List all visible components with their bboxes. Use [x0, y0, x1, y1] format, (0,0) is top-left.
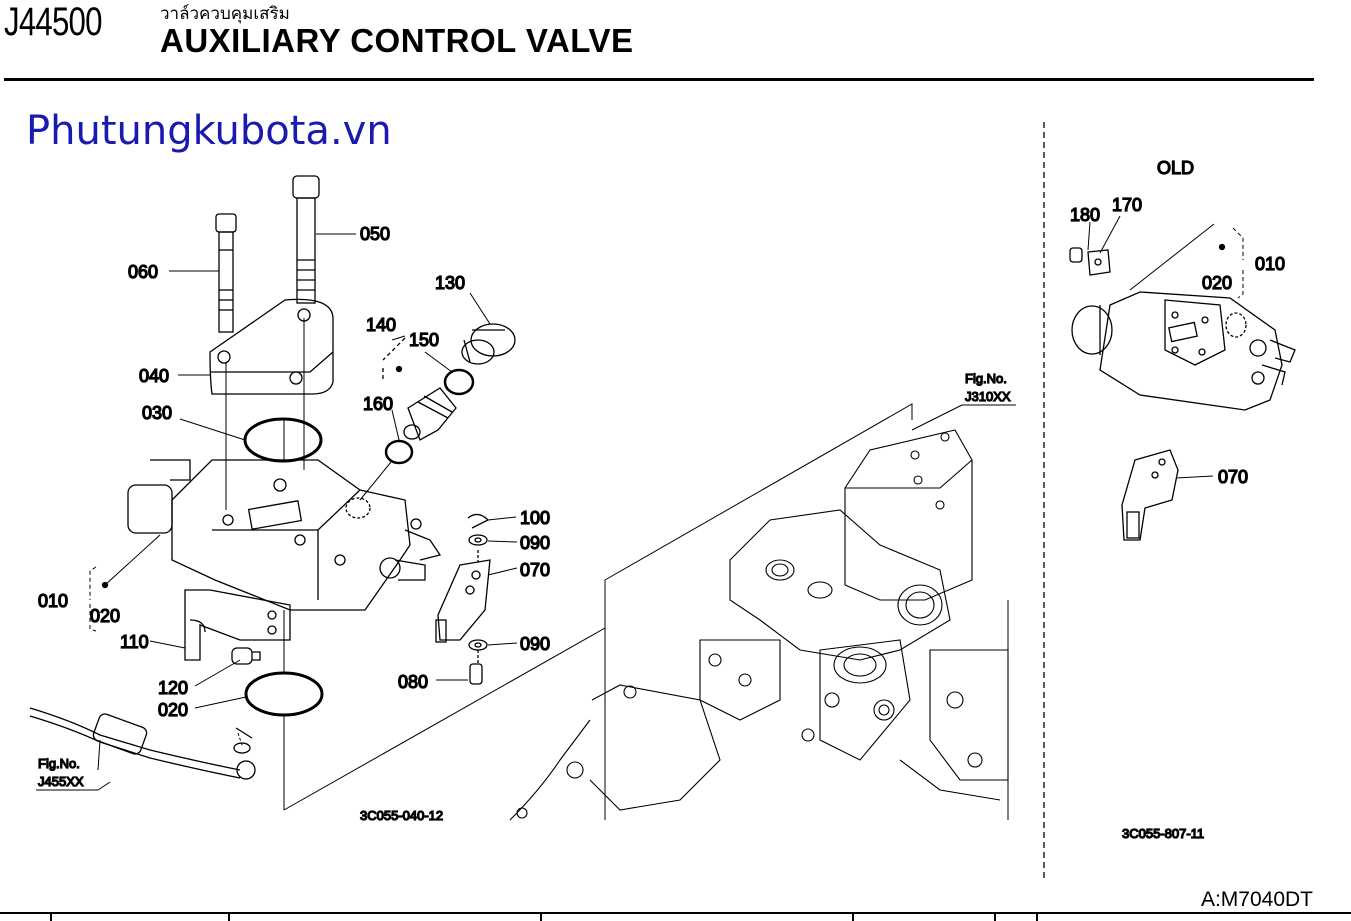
label-150: 150	[409, 330, 439, 350]
label-010: 010	[38, 591, 68, 611]
footer-rule	[0, 912, 1351, 914]
bracket-140-dashed	[382, 337, 406, 382]
leader-lines	[104, 215, 1215, 709]
guide-lines	[225, 318, 606, 811]
old-valve-shape	[1071, 291, 1296, 411]
main-figure-code: 3C055-040-12	[360, 808, 443, 823]
old-figure-code: 3C055-807-11	[1122, 826, 1204, 841]
label-030: 030	[142, 403, 172, 423]
old-label-020: 020	[1202, 273, 1232, 293]
fitting-130-shape	[461, 323, 516, 365]
label-110: 110	[120, 632, 149, 652]
label-060: 060	[128, 262, 158, 282]
label-090a: 090	[520, 533, 550, 553]
footer-tick	[1036, 912, 1038, 921]
o-ring-150-shape	[443, 368, 475, 396]
page-title: AUXILIARY CONTROL VALVE	[160, 22, 634, 59]
old-label-070: 070	[1218, 467, 1248, 487]
ref-right-line1: Fig.No.	[965, 371, 1007, 386]
label-040: 040	[139, 366, 169, 386]
bracket-010-old	[1232, 227, 1244, 299]
footer-tick	[540, 912, 542, 921]
adapter-140-shape	[403, 387, 457, 441]
footer-tick	[852, 912, 854, 921]
old-label-010: 010	[1255, 254, 1285, 274]
header-rule	[4, 78, 1314, 81]
label-070: 070	[520, 560, 550, 580]
label-140: 140	[366, 315, 396, 335]
cable-shape	[29, 707, 256, 780]
model-code: A:M7040DT	[1200, 888, 1313, 911]
plate-040-shape	[209, 298, 334, 395]
transmission-housing-shape	[509, 429, 1009, 821]
washers-shape	[467, 513, 490, 685]
o-ring-030-shape	[243, 417, 323, 463]
o-ring-020-shape	[244, 671, 324, 717]
bolt-050-shape	[292, 175, 320, 304]
j310-frame	[604, 403, 1009, 820]
lever-070-shape	[435, 559, 491, 643]
ref-left-line1: Fig.No.	[38, 756, 80, 771]
old-lever-070-shape	[1121, 449, 1179, 541]
plug-120-shape	[231, 647, 261, 665]
thai-title: วาล์วควบคุมเสริม	[160, 4, 290, 24]
label-130: 130	[435, 273, 465, 293]
label-050: 050	[360, 224, 390, 244]
bracket-110-shape	[184, 589, 291, 661]
old-label-170: 170	[1112, 195, 1142, 215]
label-160: 160	[363, 394, 393, 414]
label-020a: 020	[90, 606, 120, 626]
label-080: 080	[398, 672, 428, 692]
footer-tick	[50, 912, 52, 921]
old-heading: OLD	[1157, 158, 1194, 178]
label-100: 100	[520, 508, 550, 528]
label-120: 120	[158, 678, 188, 698]
ref-left-line2: J455XX	[38, 774, 84, 789]
watermark: Phutungkubota.vn	[26, 108, 392, 154]
valve-body-shape	[127, 459, 442, 611]
part-code: J44500	[4, 0, 102, 44]
ref-right-line2: J310XX	[965, 389, 1011, 404]
old-label-180: 180	[1070, 205, 1100, 225]
footer-tick	[994, 912, 996, 921]
bracket-010-main	[89, 566, 97, 632]
bolt-060-shape	[215, 213, 237, 333]
label-020b: 020	[158, 700, 188, 720]
footer-tick	[228, 912, 230, 921]
o-ring-160-shape	[384, 439, 414, 465]
old-fitting-180-170-shape	[1069, 247, 1111, 276]
label-090b: 090	[520, 634, 550, 654]
